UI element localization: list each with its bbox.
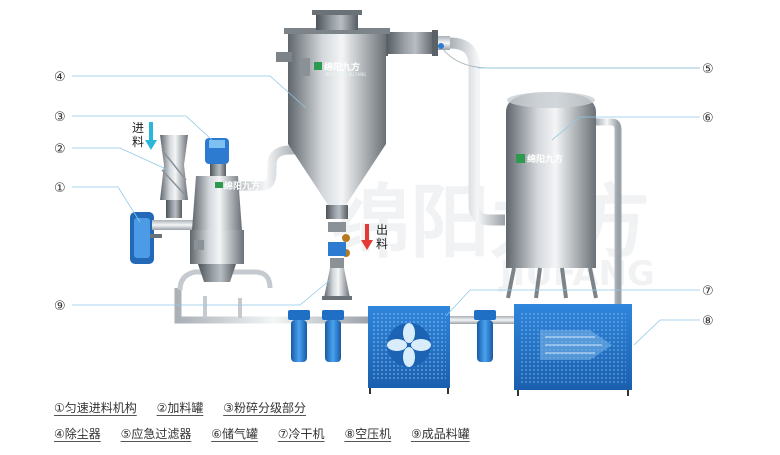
- air-storage-tank: 绵阳九方: [506, 92, 598, 299]
- legend-item: ⑨成品料罐: [410, 427, 470, 441]
- legend-item: ⑧空压机: [344, 427, 392, 441]
- discharge-arrow: [361, 224, 373, 250]
- callout-8: ⑧: [702, 314, 714, 329]
- legend-item: ④除尘器: [54, 427, 101, 441]
- brand-logo-collector: 绵阳九方 MIAN YANG JIU FANG: [314, 61, 366, 77]
- mill-classifier: 绵阳九方: [190, 138, 260, 282]
- emergency-filter: [382, 30, 444, 56]
- callout-6: ⑥: [702, 111, 714, 126]
- brand-subtitle: MIAN YANG JIU FANG: [325, 72, 366, 77]
- brand-watermark: 绵阳九方 JIUFANG: [330, 176, 655, 294]
- feed-arrow: [145, 122, 157, 150]
- discharge-label-2: 料: [376, 237, 388, 251]
- legend-item: ⑥储气罐: [211, 427, 258, 441]
- callout-9: ⑨: [54, 299, 66, 314]
- component-legend: ①匀速进料机构 ②加料罐 ③粉碎分级部分 ④除尘器 ⑤应急过滤器 ⑥储气罐 ⑦冷…: [54, 398, 754, 450]
- callout-1: ①: [54, 181, 66, 196]
- pipe-tank-to-compressor: [596, 118, 622, 305]
- refrigerated-dryer: [368, 306, 450, 394]
- discharge-label-1: 出: [376, 223, 388, 237]
- feed-tank: [160, 135, 188, 218]
- product-tank: [322, 258, 352, 300]
- legend-row-2: ④除尘器 ⑤应急过滤器 ⑥储气罐 ⑦冷干机 ⑧空压机 ⑨成品料罐: [54, 424, 754, 450]
- air-compressor: [514, 304, 632, 396]
- legend-row-1: ①匀速进料机构 ②加料罐 ③粉碎分级部分: [54, 398, 754, 424]
- brand-name-tank: 绵阳九方: [527, 153, 563, 165]
- brand-mark-icon-tank: [516, 154, 525, 163]
- callout-3: ③: [54, 110, 66, 125]
- legend-item: ②加料罐: [156, 401, 204, 415]
- feed-in-label-2: 料: [132, 135, 144, 149]
- feed-in-label-1: 进: [132, 121, 144, 135]
- brand-name: 绵阳九方: [324, 61, 360, 73]
- legend-item: ③粉碎分级部分: [223, 401, 306, 415]
- fan-icon: [387, 323, 431, 367]
- legend-item: ⑤应急过滤器: [120, 427, 192, 441]
- brand-logo-tank: 绵阳九方: [516, 153, 563, 165]
- callout-5: ⑤: [702, 62, 714, 77]
- pipe-mill-to-cyclone: [232, 145, 300, 191]
- brand-mark-icon: [314, 62, 322, 70]
- pipe-mill-drops: [203, 296, 242, 318]
- leader-lines: [72, 67, 700, 346]
- brand-name-mill: 绵阳九方: [224, 180, 260, 192]
- callout-2: ②: [54, 142, 66, 157]
- legend-item: ①匀速进料机构: [54, 401, 137, 415]
- dust-collector: 绵阳九方 MIAN YANG JIU FANG: [276, 10, 390, 257]
- uniform-feeder: [130, 212, 198, 264]
- callout-4: ④: [54, 70, 66, 85]
- callout-7: ⑦: [702, 284, 714, 299]
- pipe-dust-to-tank: [449, 37, 505, 226]
- callout-numbers: ① ② ③ ④ ⑤ ⑥ ⑦ ⑧ ⑨: [54, 62, 714, 329]
- inline-filters: [288, 310, 496, 362]
- legend-item: ⑦冷干机: [277, 427, 325, 441]
